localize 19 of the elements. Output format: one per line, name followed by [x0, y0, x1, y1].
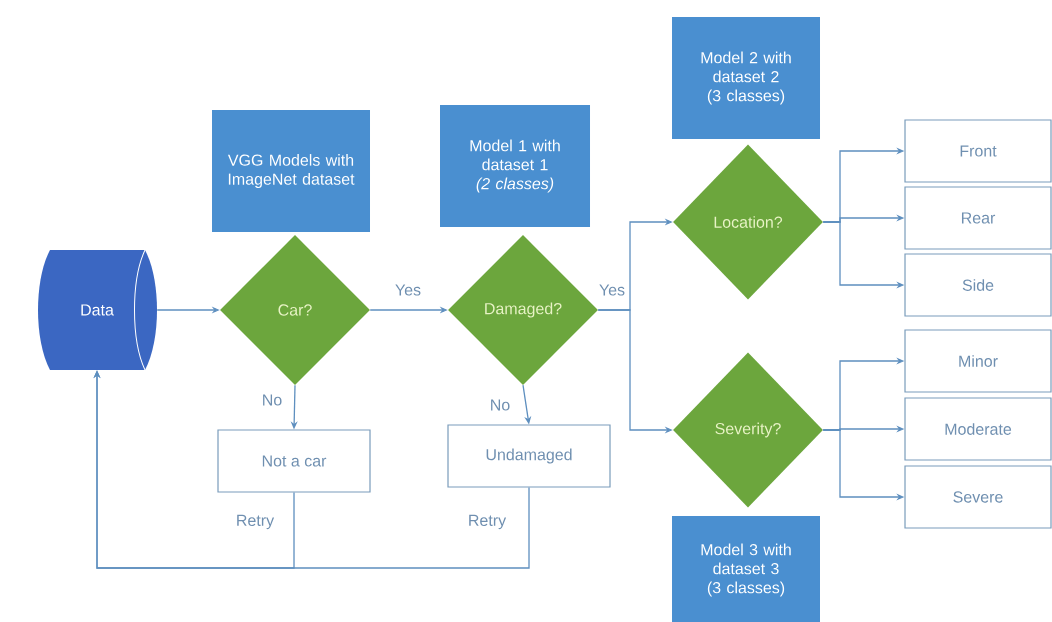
result-box: Undamaged	[447, 424, 611, 488]
database-cylinder: Data	[38, 249, 157, 371]
result-box: Side	[904, 253, 1052, 317]
result-box: Minor	[904, 329, 1052, 393]
edge-label: Retry	[234, 513, 276, 531]
model-box: Model 3 with dataset 3 (3 classes)	[672, 516, 820, 622]
result-box: Rear	[904, 186, 1052, 250]
result-box: Severe	[904, 465, 1052, 529]
edge-label: Yes	[393, 283, 423, 297]
result-box: Not a car	[217, 429, 371, 493]
model-box: Model 2 with dataset 2 (3 classes)	[672, 17, 820, 139]
model-box: Model 1 with dataset 1 (2 classes)	[440, 105, 590, 227]
edge-label: Retry	[466, 513, 508, 531]
model-box: VGG Models with ImageNet dataset	[212, 110, 370, 232]
result-box: Front	[904, 119, 1052, 183]
edge-label: Yes	[597, 283, 627, 297]
edge-label: No	[488, 398, 512, 412]
result-box: Moderate	[904, 397, 1052, 461]
edge-label: No	[260, 393, 284, 407]
